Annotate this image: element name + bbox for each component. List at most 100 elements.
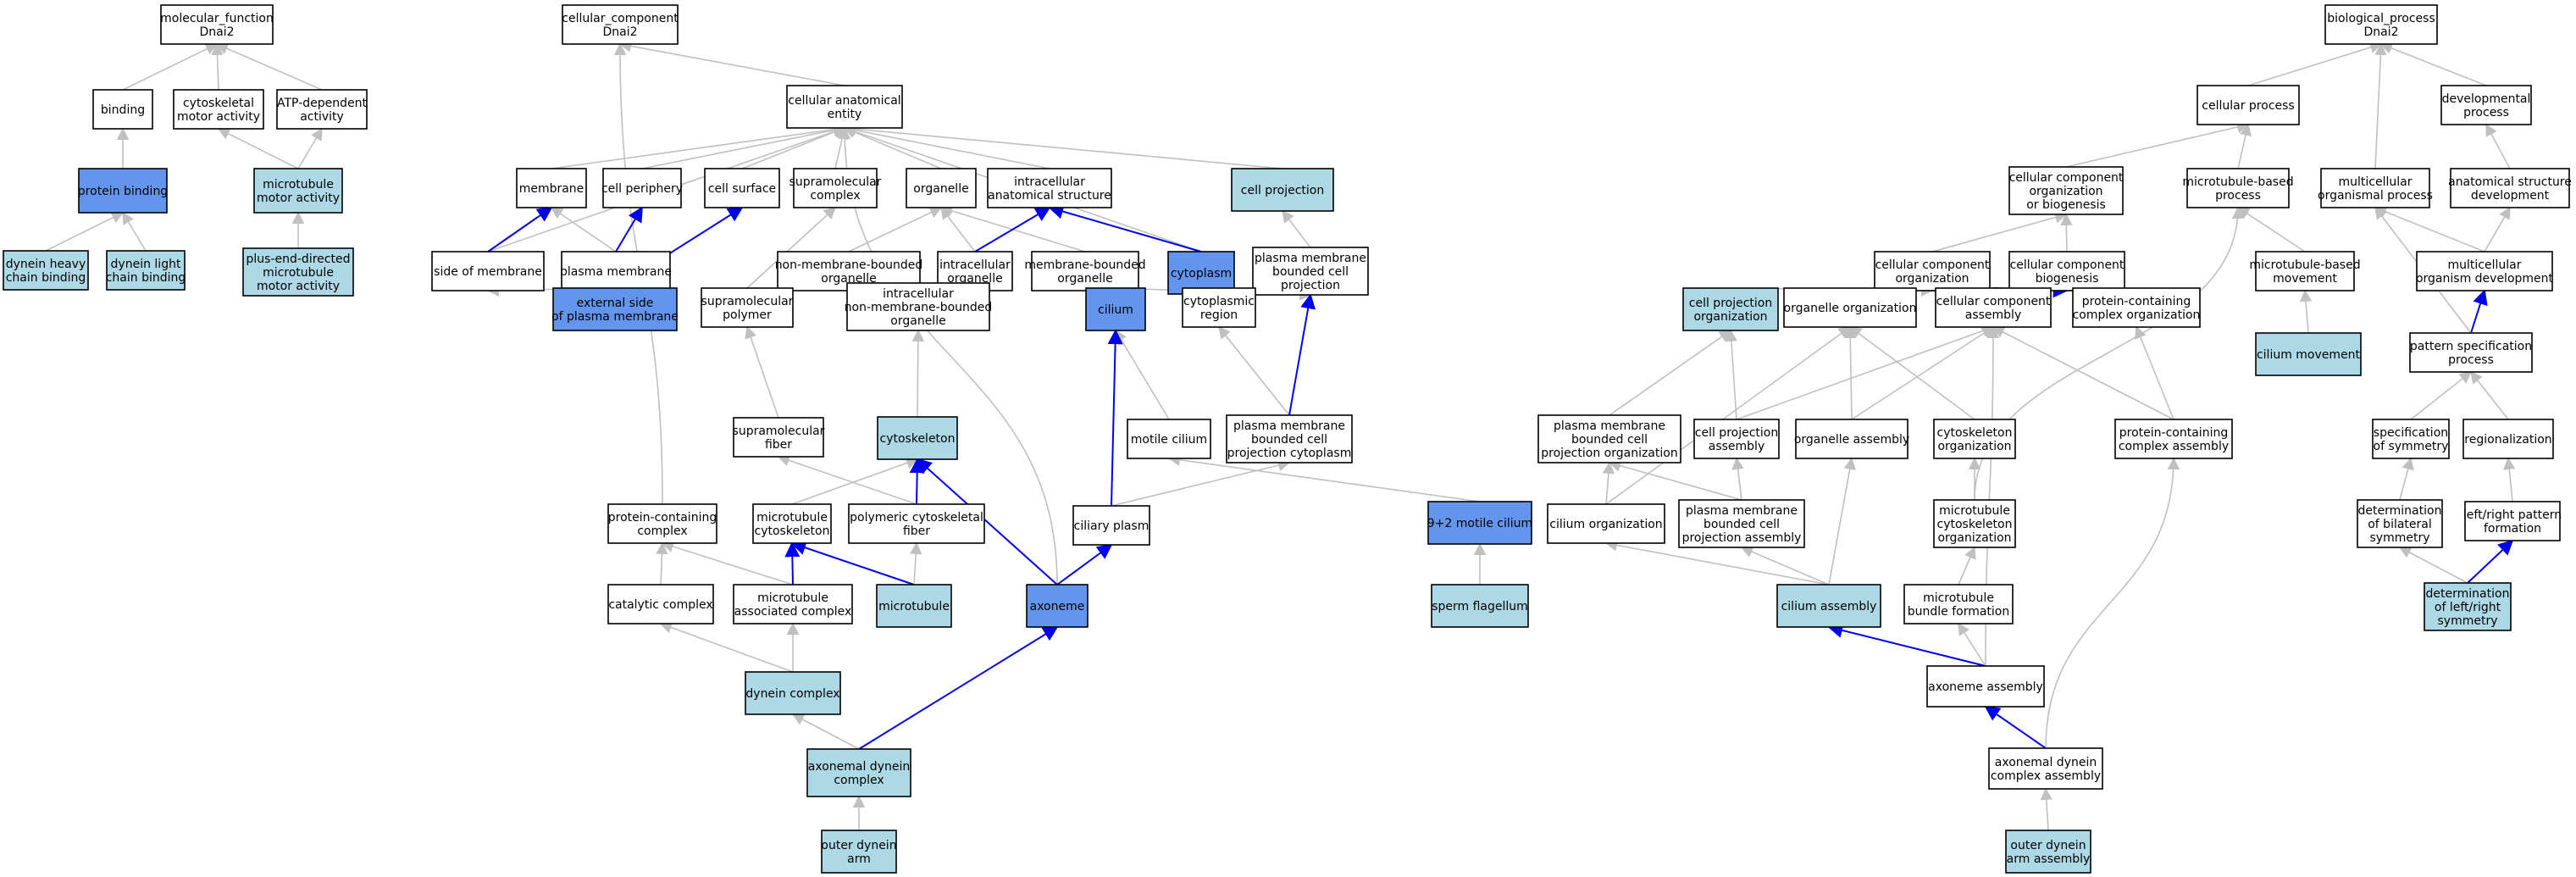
node-ciliary-plasm[interactable]: ciliary plasm xyxy=(1072,505,1150,546)
node-label-line: intracellular xyxy=(939,258,1011,272)
node-cell-surface[interactable]: cell surface xyxy=(704,168,780,208)
edge-pm_projection_assembly-to-cell_projection_assembly xyxy=(1731,457,1744,501)
node-cytoplasm[interactable]: cytoplasm xyxy=(1167,251,1235,295)
node-sperm-flagellum[interactable]: sperm flagellum xyxy=(1431,584,1529,628)
node-label-line: projection organization xyxy=(1541,447,1677,460)
node-cilium-movement[interactable]: cilium movement xyxy=(2255,332,2362,376)
node-axoneme-assembly[interactable]: axoneme assembly xyxy=(1926,665,2045,708)
node-box xyxy=(160,4,274,45)
node-cell-periphery[interactable]: cell periphery xyxy=(601,168,683,208)
edge-axoneme_assembly-to-cilium_assembly xyxy=(1827,623,1986,667)
node-cell-projection[interactable]: cell projection xyxy=(1231,168,1334,212)
node-label-line: axoneme xyxy=(1030,600,1085,613)
node-label-line: motile cilium xyxy=(1131,433,1207,447)
node-plasma-membrane[interactable]: plasma membrane xyxy=(560,251,672,291)
node-regionalization[interactable]: regionalization xyxy=(2462,419,2554,459)
node-cellular-process[interactable]: cellular process xyxy=(2197,85,2300,125)
node-side-of-membrane[interactable]: side of membrane xyxy=(431,251,545,291)
node-label-line: fiber xyxy=(903,525,930,538)
node-box xyxy=(2320,168,2430,208)
node-nine-two-cilium[interactable]: 9+2 motile cilium xyxy=(1427,501,1532,545)
node-label-line: organelle xyxy=(1057,272,1112,286)
node-organelle-organization[interactable]: organelle organization xyxy=(1783,287,1917,328)
node-membrane[interactable]: membrane xyxy=(516,168,587,208)
node-catalytic-complex[interactable]: catalytic complex xyxy=(607,584,714,624)
node-cilium-assembly[interactable]: cilium assembly xyxy=(1776,584,1881,628)
node-microtubule[interactable]: microtubule xyxy=(876,584,952,628)
node-label-line: cellular_component xyxy=(562,12,679,25)
edge-nmb_organelle-to-organelle xyxy=(848,207,943,253)
node-organelle-assembly[interactable]: organelle assembly xyxy=(1794,419,1909,459)
node-label-line: intracellular xyxy=(1014,175,1085,189)
node-cilium[interactable]: cilium xyxy=(1085,287,1146,331)
node-cytoskeleton[interactable]: cytoskeleton xyxy=(877,416,958,460)
node-box xyxy=(602,168,682,208)
node-label-line: process xyxy=(2215,189,2261,203)
node-intra-nmb-organelle[interactable]: intracellularnon-membrane-boundedorganel… xyxy=(845,282,993,331)
node-binding[interactable]: binding xyxy=(92,89,153,130)
node-organelle[interactable]: organelle xyxy=(906,168,977,208)
edge-axoneme-to-cae xyxy=(838,126,1058,586)
node-motile-cilium[interactable]: motile cilium xyxy=(1127,419,1211,459)
node-label-line: cilium assembly xyxy=(1781,600,1877,613)
node-axoneme[interactable]: axoneme xyxy=(1026,584,1089,628)
node-label-line: protein-containing xyxy=(2119,426,2228,440)
node-cilium-organization[interactable]: cilium organization xyxy=(1547,503,1665,544)
node-box xyxy=(1537,414,1681,463)
node-protein-binding[interactable]: protein binding xyxy=(78,168,168,214)
edge-organelle_assembly-to-organelle_organization xyxy=(1844,325,1857,420)
node-dynein-complex[interactable]: dynein complex xyxy=(745,671,841,715)
